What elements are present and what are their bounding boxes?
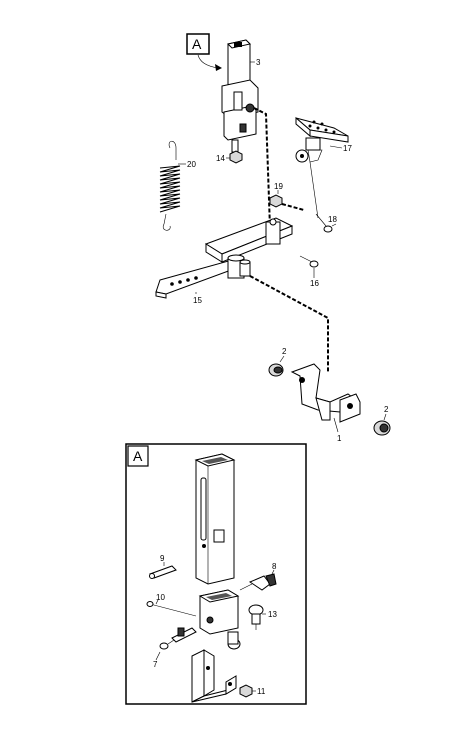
dashed-assembly-line-nut [281,203,305,211]
callout-arrow [197,54,219,69]
label-part-1: 1 [337,434,342,443]
label-part-19: 19 [274,182,283,191]
inset-part-13-knob [248,604,264,630]
part-2-bushing-left [268,363,284,377]
label-inset-part-7: 7 [153,660,158,669]
label-part-17: 17 [343,144,352,153]
inset-part-9-pin [149,565,177,579]
label-part-3: 3 [256,58,261,67]
label-inset-part-11: 11 [257,687,266,696]
dashed-assembly-line-lower [249,275,329,372]
inset-lower-block [198,589,241,650]
part-14-nut [229,150,243,164]
inset-part-11-nut [239,684,253,698]
callout-letter: A [192,36,202,52]
inset-tall-tube [194,453,236,585]
part-20-spring [159,140,181,231]
label-part-14: 14 [216,154,225,163]
label-part-15: 15 [193,296,202,305]
label-part-20: 20 [187,160,196,169]
label-inset-part-8: 8 [272,562,277,571]
dashed-assembly-line-upper [253,107,271,229]
label-part-16: 16 [310,279,319,288]
part-15-lever-arm [155,217,294,299]
part-3-post-assembly [221,39,259,153]
inset-part-10-screw [146,601,197,617]
part-1-bracket [290,363,361,423]
label-part-2-right: 2 [384,405,389,414]
detail-callout-box[interactable]: A [186,33,210,55]
label-inset-part-13: 13 [268,610,277,619]
part-17-step-plate [295,116,349,219]
inset-part-7-pin [159,627,197,650]
part-2-bushing-right [373,420,391,436]
inset-letter: A [133,448,143,464]
label-part-2-left: 2 [282,347,287,356]
label-inset-part-10: 10 [156,593,165,602]
inset-part-8-knob [239,573,277,591]
inset-u-bracket [191,649,237,703]
part-19-nut [269,194,283,208]
part-18-bolt [315,213,333,233]
part-16-bolt [299,255,319,278]
label-inset-part-9: 9 [160,554,165,563]
label-part-18: 18 [328,215,337,224]
